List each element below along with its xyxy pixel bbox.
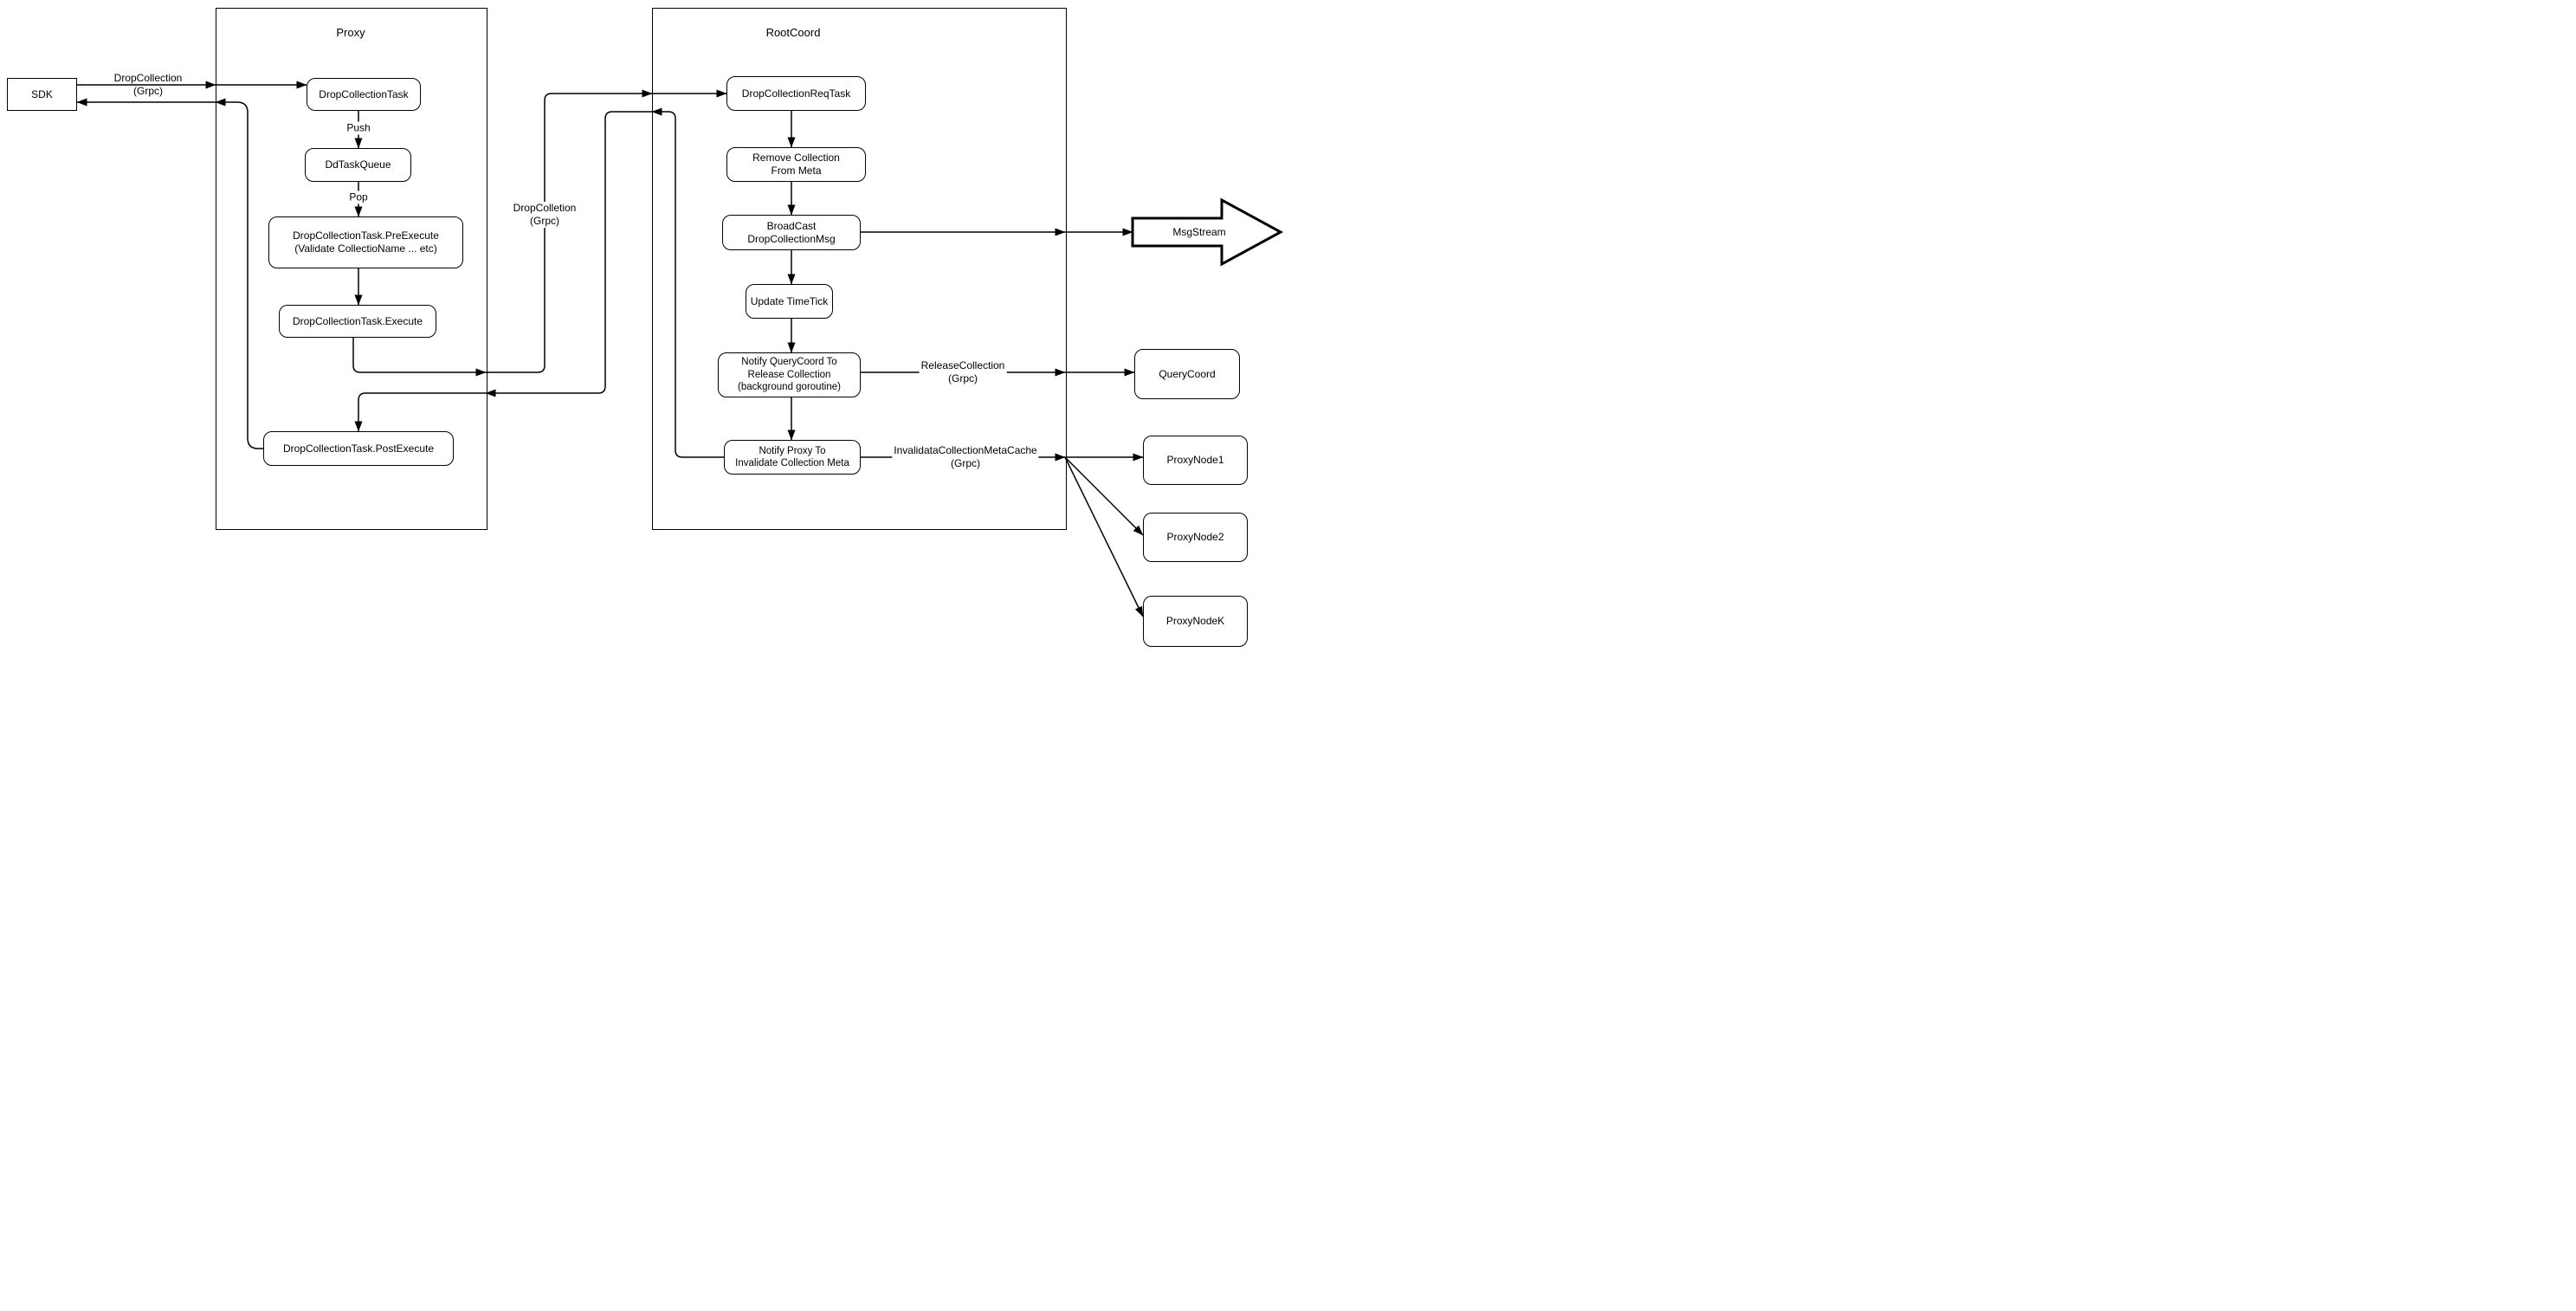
rootcoord-title: RootCoord [765, 26, 821, 39]
node-proxynodek: ProxyNodeK [1143, 596, 1248, 647]
msgstream-block-arrow [1133, 200, 1281, 264]
node-notifyproxy: Notify Proxy To Invalidate Collection Me… [724, 440, 861, 475]
node-sdk: SDK [7, 78, 77, 111]
rootcoord-container [652, 8, 1067, 530]
edge-label-invalidatacollectionmetacache-grpc: InvalidataCollectionMetaCache (Grpc) [892, 444, 1039, 470]
edges-layer [76, 81, 1288, 617]
edge-notifyproxy-response-exit-rootcoord [651, 107, 724, 457]
proxy-container [216, 8, 487, 530]
node-execute: DropCollectionTask.Execute [279, 305, 436, 338]
edge-invalidate-to-proxynode2 [1065, 457, 1143, 535]
node-preexecute: DropCollectionTask.PreExecute (Validate … [268, 216, 463, 268]
node-postexecute: DropCollectionTask.PostExecute [263, 431, 454, 466]
node-removecollectionfrommeta: Remove Collection From Meta [726, 147, 866, 182]
node-notifyquerycoord: Notify QueryCoord To Release Collection … [718, 352, 861, 397]
diagram-canvas: Proxy RootCoord SDK DropCollectionTask D… [0, 0, 1288, 656]
edge-request-to-rootcoord-boundary [486, 89, 653, 372]
proxy-title: Proxy [336, 26, 365, 39]
node-dropcollectiontask: DropCollectionTask [307, 78, 421, 111]
edge-label-push: Push [345, 121, 372, 135]
node-proxynode2: ProxyNode2 [1143, 513, 1248, 562]
edge-response-to-proxy-boundary [485, 112, 652, 397]
edge-postexecute-response-to-proxy-boundary [215, 98, 263, 449]
edge-label-releasecollection-grpc: ReleaseCollection (Grpc) [919, 359, 1007, 385]
node-ddtaskqueue: DdTaskQueue [305, 148, 411, 182]
node-dropcollectionreqtask: DropCollectionReqTask [726, 76, 866, 111]
node-proxynode1: ProxyNode1 [1143, 436, 1248, 485]
msgstream-label: MsgStream [1172, 226, 1226, 238]
node-broadcastdropcollectionmsg: BroadCast DropCollectionMsg [722, 215, 861, 250]
edge-label-dropcolletion-grpc: DropColletion (Grpc) [511, 202, 578, 228]
edge-execute-exit-proxy [353, 338, 487, 377]
edge-response-to-postexecute [354, 393, 486, 432]
edge-label-pop: Pop [347, 191, 370, 204]
node-querycoord: QueryCoord [1134, 349, 1240, 399]
node-updatetimetick: Update TimeTick [746, 284, 833, 319]
edge-label-dropcollection-grpc: DropCollection (Grpc) [113, 72, 183, 97]
edge-invalidate-to-proxynodek [1065, 457, 1143, 617]
